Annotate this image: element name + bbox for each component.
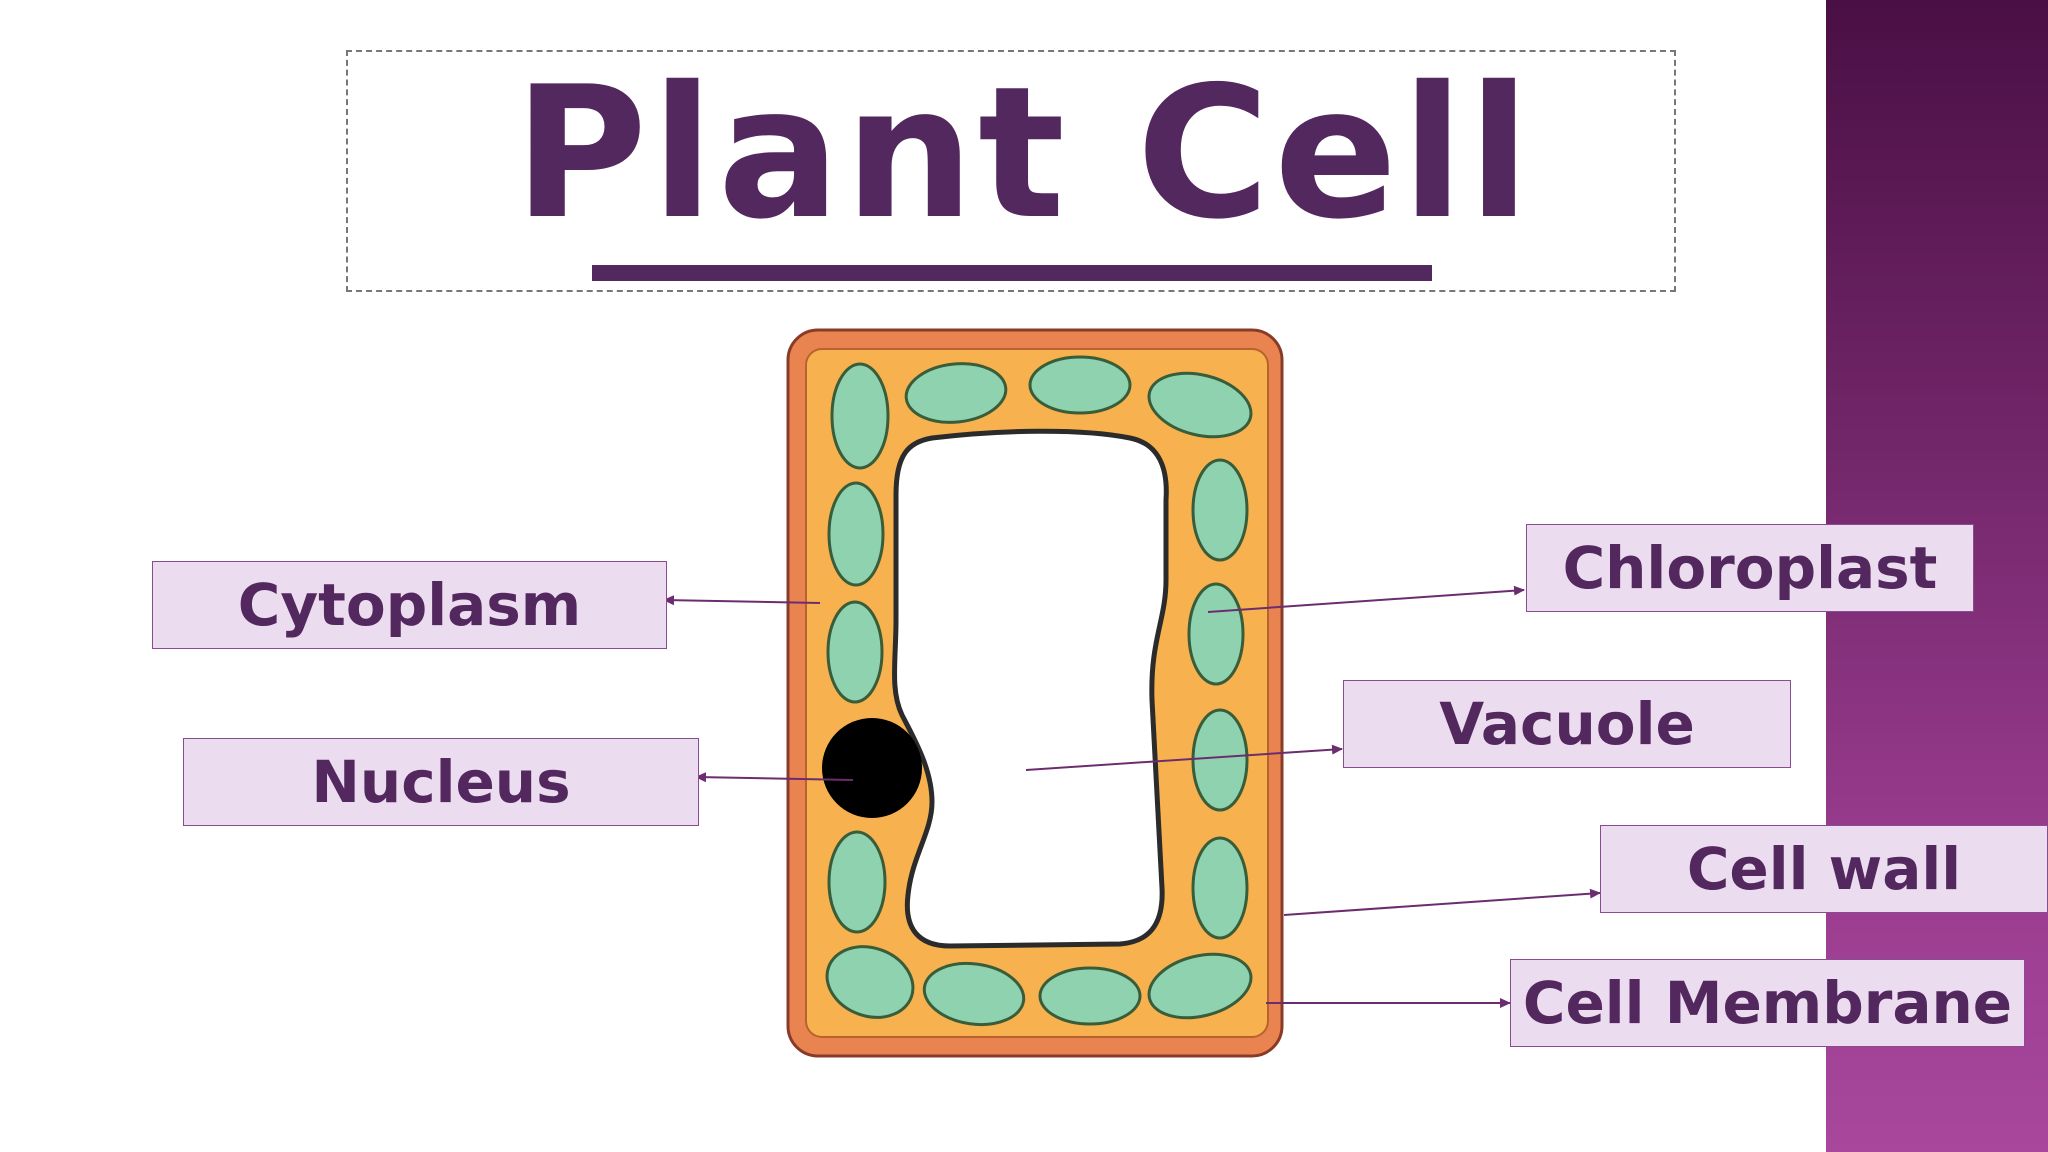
cytoplasm-label: Cytoplasm	[152, 561, 667, 649]
cell-wall-pointer	[1283, 888, 1601, 916]
chloroplast-shape	[922, 961, 1026, 1027]
vacuole-label: Vacuole	[1343, 680, 1791, 768]
chloroplast-shape	[1191, 708, 1249, 812]
chloroplast-shape	[827, 830, 887, 934]
page-title: Plant Cell	[513, 47, 1535, 259]
chloroplast-shape	[1191, 836, 1249, 940]
chloroplasts-group	[825, 355, 1253, 1027]
chloroplast-shape	[904, 362, 1008, 424]
nucleus-label: Nucleus	[183, 738, 699, 826]
vacuole-pointer	[1025, 744, 1343, 771]
chloroplast-shape	[1191, 458, 1249, 562]
chloroplast-shape	[1147, 371, 1253, 439]
chloroplast-pointer	[1207, 585, 1525, 613]
vacuole-shape	[892, 428, 1169, 949]
title-underline	[592, 265, 1432, 281]
title-placeholder-box	[346, 50, 1676, 292]
cell-wall-label: Cell wall	[1600, 825, 2048, 913]
nucleus-shape	[822, 718, 922, 818]
chloroplast-shape	[827, 481, 885, 587]
chloroplast-shape	[826, 600, 884, 704]
nucleus-pointer	[695, 772, 854, 783]
chloroplast-shape	[1038, 966, 1142, 1026]
cell-membrane-label: Cell Membrane	[1510, 959, 2025, 1047]
chloroplast-shape	[830, 362, 890, 470]
chloroplast-shape	[1028, 355, 1132, 415]
chloroplast-shape	[1147, 952, 1253, 1020]
cytoplasm-pointer	[663, 595, 821, 606]
chloroplast-shape	[1187, 582, 1245, 686]
chloroplast-shape	[825, 945, 915, 1019]
chloroplast-label: Chloroplast	[1526, 524, 1974, 612]
